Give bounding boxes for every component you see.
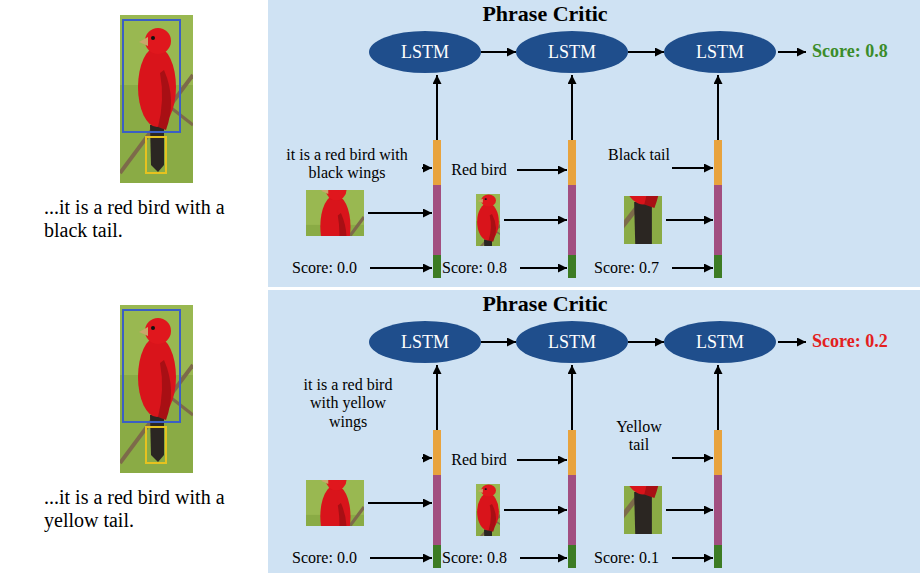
- input-score: Score: 0.1: [594, 549, 670, 567]
- bounding-box: [146, 427, 166, 463]
- phrase-text: Black tail: [608, 146, 670, 164]
- ellipse-fill: [516, 31, 628, 73]
- output-score: Score: 0.8: [812, 41, 912, 62]
- bird-photo: [120, 305, 193, 473]
- ellipse-fill: [664, 321, 776, 363]
- input-score: Score: 0.7: [594, 259, 670, 277]
- input-score: Score: 0.0: [292, 259, 368, 277]
- output-score: Score: 0.2: [812, 331, 912, 352]
- lstm-label: LSTM: [401, 43, 449, 61]
- lstm-cell: LSTM: [664, 321, 776, 363]
- caption: ...it is a red bird with a black tail.: [44, 196, 268, 242]
- lstm-label: LSTM: [401, 333, 449, 351]
- phrase-text: Red bird: [443, 451, 515, 469]
- input-score: Score: 0.8: [442, 259, 518, 277]
- lstm-cell: LSTM: [369, 31, 481, 73]
- caption: ...it is a red bird with a yellow tail.: [44, 486, 268, 532]
- bounding-box: [123, 310, 180, 422]
- bounding-box: [146, 137, 166, 173]
- sequence-arrow: [481, 51, 516, 53]
- lstm-cell: LSTM: [516, 321, 628, 363]
- bounding-box: [123, 20, 180, 132]
- input-score: Score: 0.0: [292, 549, 368, 567]
- phrase-text: it is a red bird with yellow wings: [292, 376, 404, 431]
- sequence-arrow: [481, 341, 516, 343]
- ellipse-fill: [664, 31, 776, 73]
- lstm-cell: LSTM: [516, 31, 628, 73]
- lstm-cell: LSTM: [664, 31, 776, 73]
- lstm-label: LSTM: [696, 333, 744, 351]
- phrase-text: it is a red bird with black wings: [274, 146, 420, 183]
- lstm-label: LSTM: [548, 333, 596, 351]
- ellipse-fill: [516, 321, 628, 363]
- sequence-arrow: [628, 51, 664, 53]
- lstm-label: LSTM: [548, 43, 596, 61]
- sequence-arrow: [628, 341, 664, 343]
- bird-photo: [120, 15, 193, 183]
- lstm-label: LSTM: [696, 43, 744, 61]
- input-score: Score: 0.8: [442, 549, 518, 567]
- lstm-cell: LSTM: [369, 321, 481, 363]
- panel-title: Phrase Critic: [445, 2, 645, 26]
- phrase-text: Red bird: [443, 161, 515, 179]
- panel-title: Phrase Critic: [445, 292, 645, 316]
- phrase-text: Yellow tail: [606, 418, 672, 455]
- ellipse-fill: [369, 321, 481, 363]
- ellipse-fill: [369, 31, 481, 73]
